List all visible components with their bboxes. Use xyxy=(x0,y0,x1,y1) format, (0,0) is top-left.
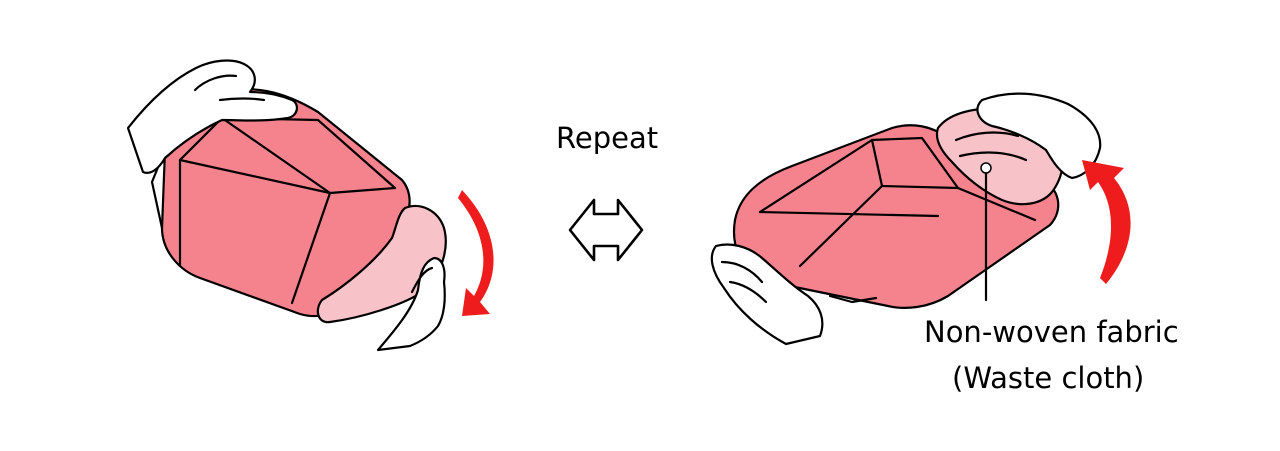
right-hand-bottom-finger-line-2 xyxy=(728,280,768,304)
left-hand-bottom xyxy=(376,256,446,352)
left-hand-top-thumb-line xyxy=(193,74,238,92)
right-tray-foot xyxy=(828,294,878,304)
left-hand-top xyxy=(126,59,298,174)
curved-arrow-up-icon xyxy=(1082,160,1131,284)
right-tray-inner-edge-1 xyxy=(758,210,940,218)
fabric-label-line2: (Waste cloth) xyxy=(952,361,1145,395)
right-hand-top xyxy=(976,92,1102,180)
right-hand-top-finger-line xyxy=(954,131,1020,142)
left-hand-top-finger-line xyxy=(218,97,266,102)
right-hand-bottom xyxy=(710,243,824,346)
left-hand-bottom-finger-line xyxy=(410,266,434,294)
fabric-pointer-dot xyxy=(980,162,992,174)
repeat-label: Repeat xyxy=(556,121,659,155)
fabric-label-line1: Non-woven fabric xyxy=(924,315,1179,349)
left-tray-inner-edge-3 xyxy=(178,158,332,195)
right-hand-top-finger-line-2 xyxy=(958,151,1028,162)
double-headed-arrow-icon xyxy=(568,198,644,262)
left-fabric xyxy=(316,204,447,324)
left-scene xyxy=(126,59,447,352)
right-tray-inner-edge-3 xyxy=(798,184,884,268)
left-tray-inner-edge-2 xyxy=(290,191,332,305)
right-tray-rim xyxy=(758,136,1037,222)
right-scene xyxy=(710,92,1102,346)
right-hand-bottom-finger-line xyxy=(720,260,764,284)
curved-arrow-down-icon xyxy=(458,190,494,316)
